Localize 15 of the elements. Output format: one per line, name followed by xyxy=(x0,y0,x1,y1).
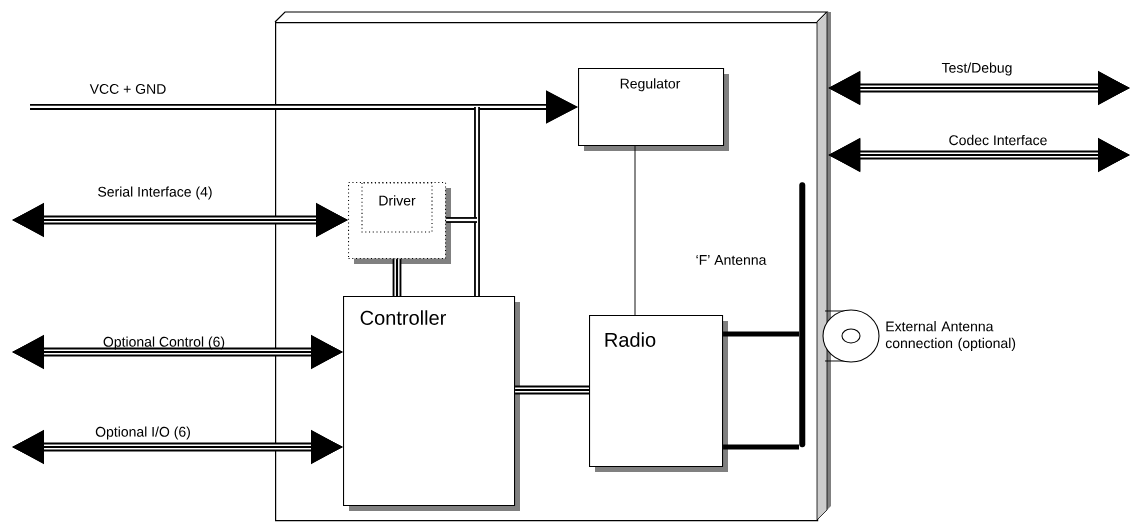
bus-line xyxy=(446,217,477,223)
antenna-line xyxy=(723,444,799,450)
bus-line xyxy=(515,385,589,395)
edge-label: Optional Control (6) xyxy=(103,336,225,350)
bus-line xyxy=(392,259,402,296)
bus-line xyxy=(474,107,480,296)
node-caption: ‘F’ Antenna xyxy=(696,255,767,265)
edge-label: Test/Debug xyxy=(941,62,1012,76)
edge-label: Optional I/O (6) xyxy=(95,426,190,440)
antenna-line xyxy=(723,331,799,337)
node-caption: External Antenna connection (optional) xyxy=(885,321,1016,351)
edge-label: VCC + GND xyxy=(89,84,166,94)
edge-label: Codec Interface xyxy=(949,134,1047,146)
signal-line xyxy=(634,145,636,316)
edge-label: Serial Interface (4) xyxy=(98,186,212,200)
